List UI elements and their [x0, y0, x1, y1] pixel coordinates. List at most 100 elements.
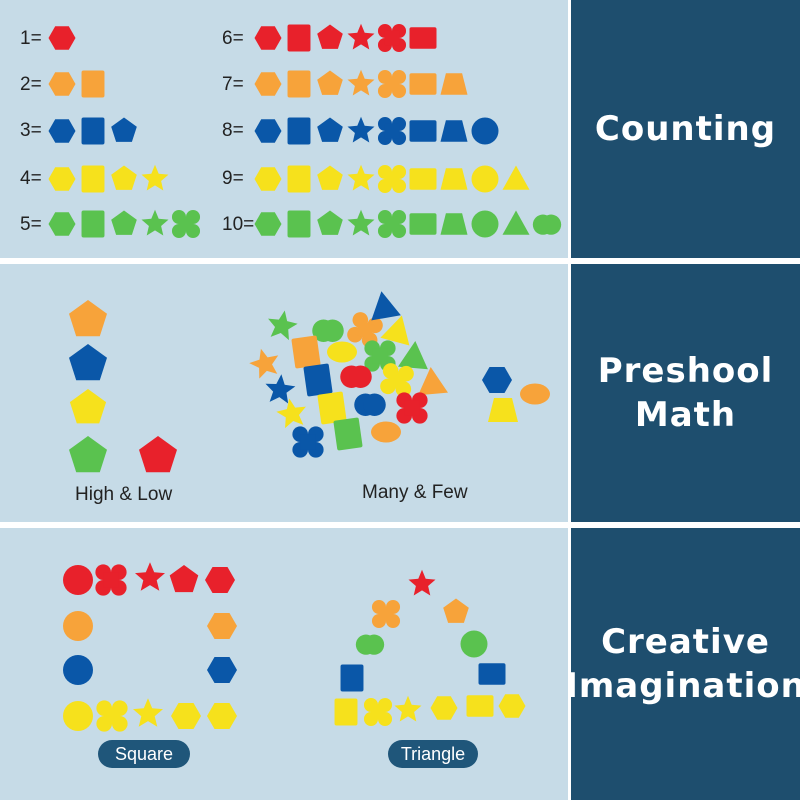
- pent-shape: [317, 24, 343, 49]
- cross-shape: [363, 697, 393, 727]
- count-label-2: 2=: [20, 74, 42, 95]
- circle-shape: [471, 117, 499, 145]
- pent-shape: [69, 344, 107, 381]
- count-label-9: 9=: [222, 168, 244, 189]
- counting-panel: 1= 2= 3= 4= 5= 6= 7= 8= 9= 10=: [0, 0, 568, 258]
- star-shape: [249, 348, 279, 379]
- count-label-4: 4=: [20, 168, 42, 189]
- oval-shape: [327, 341, 357, 363]
- star-shape: [133, 698, 163, 727]
- pent-shape: [169, 565, 199, 593]
- cross-shape: [171, 209, 201, 239]
- pent-shape: [111, 165, 137, 190]
- cross-shape: [396, 392, 428, 424]
- count-label-7: 7=: [222, 74, 244, 95]
- square-shape: [287, 210, 311, 238]
- preschool-shapes: [69, 291, 550, 473]
- pent-shape: [69, 436, 107, 473]
- apple-shape: [340, 365, 372, 388]
- hex-shape: [48, 72, 76, 96]
- cross-shape: [377, 164, 407, 194]
- triangle-pill: Triangle: [388, 740, 478, 768]
- rect-shape: [466, 695, 494, 717]
- tri-shape: [418, 367, 448, 396]
- hex-shape: [254, 167, 282, 191]
- circle-shape: [63, 611, 93, 641]
- star-shape: [394, 695, 422, 722]
- count-label-5: 5=: [20, 214, 42, 235]
- high-low-label: High & Low: [75, 484, 173, 505]
- trap-shape: [440, 120, 468, 142]
- hex-shape: [48, 26, 76, 50]
- pent-shape: [317, 165, 343, 190]
- pent-shape: [111, 117, 137, 142]
- star-shape: [141, 164, 169, 191]
- cross-shape: [377, 209, 407, 239]
- rect-shape: [409, 168, 437, 190]
- hex-shape: [205, 567, 235, 593]
- tri-shape: [371, 291, 401, 321]
- rect-shape: [478, 663, 506, 685]
- count-label-3: 3=: [20, 120, 42, 141]
- star-shape: [265, 374, 296, 404]
- square-shape: [340, 664, 364, 692]
- creative-shapes: [63, 562, 526, 732]
- square-shape: [287, 70, 311, 98]
- cross-shape: [95, 564, 127, 596]
- pent-shape: [69, 300, 107, 337]
- circle-shape: [471, 165, 499, 193]
- tri-shape: [380, 315, 410, 346]
- apple-shape: [312, 319, 344, 342]
- creative-panel: Square Triangle: [0, 528, 568, 800]
- square-shape: [287, 24, 311, 52]
- hex-shape: [171, 703, 201, 729]
- tri-shape: [398, 341, 428, 370]
- star-shape: [347, 23, 375, 50]
- count-label-10: 10=: [222, 214, 255, 235]
- pent-shape: [69, 389, 107, 424]
- pent-shape: [317, 117, 343, 142]
- pent-shape: [139, 436, 177, 473]
- counting-shapes: [48, 23, 562, 239]
- square-shape: [317, 391, 347, 425]
- square-shape: [81, 210, 105, 238]
- cross-shape: [377, 116, 407, 146]
- square-shape: [334, 698, 358, 726]
- oval-shape: [520, 383, 550, 405]
- star-shape: [276, 398, 306, 429]
- count-label-1: 1=: [20, 28, 42, 49]
- pent-shape: [317, 70, 343, 95]
- hex-shape: [254, 26, 282, 50]
- rect-shape: [409, 213, 437, 235]
- count-label-8: 8=: [222, 120, 244, 141]
- square-shape: [287, 165, 311, 193]
- star-shape: [347, 164, 375, 191]
- star-shape: [268, 310, 298, 341]
- count-label-6: 6=: [222, 28, 244, 49]
- hex-shape: [207, 703, 237, 729]
- hex-shape: [254, 212, 282, 236]
- square-shape: [287, 117, 311, 145]
- tri-shape: [502, 165, 530, 190]
- cross-shape: [292, 426, 324, 458]
- preschool-panel: High & Low Many & Few: [0, 264, 568, 522]
- cross-shape: [377, 23, 407, 53]
- hex-shape: [48, 167, 76, 191]
- cross-shape: [96, 700, 128, 732]
- trap-shape: [440, 168, 468, 190]
- pent-shape: [443, 598, 469, 623]
- star-shape: [135, 562, 165, 591]
- cross-shape: [380, 363, 414, 397]
- star-shape: [347, 69, 375, 96]
- rect-shape: [409, 27, 437, 49]
- cross-shape: [377, 69, 407, 99]
- star-shape: [347, 209, 375, 236]
- oval-shape: [371, 421, 401, 443]
- square-shape: [333, 417, 363, 451]
- hex-shape: [207, 657, 237, 683]
- tri-shape: [502, 210, 530, 235]
- apple-shape: [354, 393, 386, 416]
- hex-shape: [48, 119, 76, 143]
- preschool-title: Preshool Math: [571, 264, 800, 522]
